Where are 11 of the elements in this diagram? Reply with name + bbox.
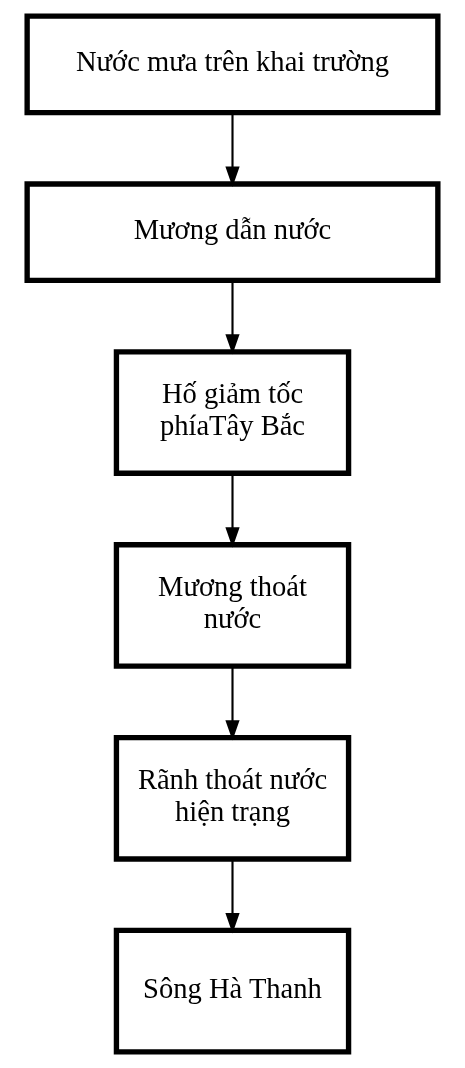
node-box: Rãnh thoát nước hiện trạng — [113, 734, 352, 862]
node-box: Hố giảm tốc phíaTây Bắc — [113, 349, 352, 476]
arrow — [225, 859, 240, 934]
node-box: Mương thoát nước — [113, 542, 352, 669]
arrow — [225, 473, 240, 548]
arrow — [225, 280, 240, 355]
arrow — [225, 666, 240, 741]
node-box: Mương dẫn nước — [24, 181, 441, 284]
node-box: Sông Hà Thanh — [113, 927, 352, 1055]
arrow — [225, 112, 240, 187]
node-box: Nước mưa trên khai trường — [24, 13, 441, 116]
